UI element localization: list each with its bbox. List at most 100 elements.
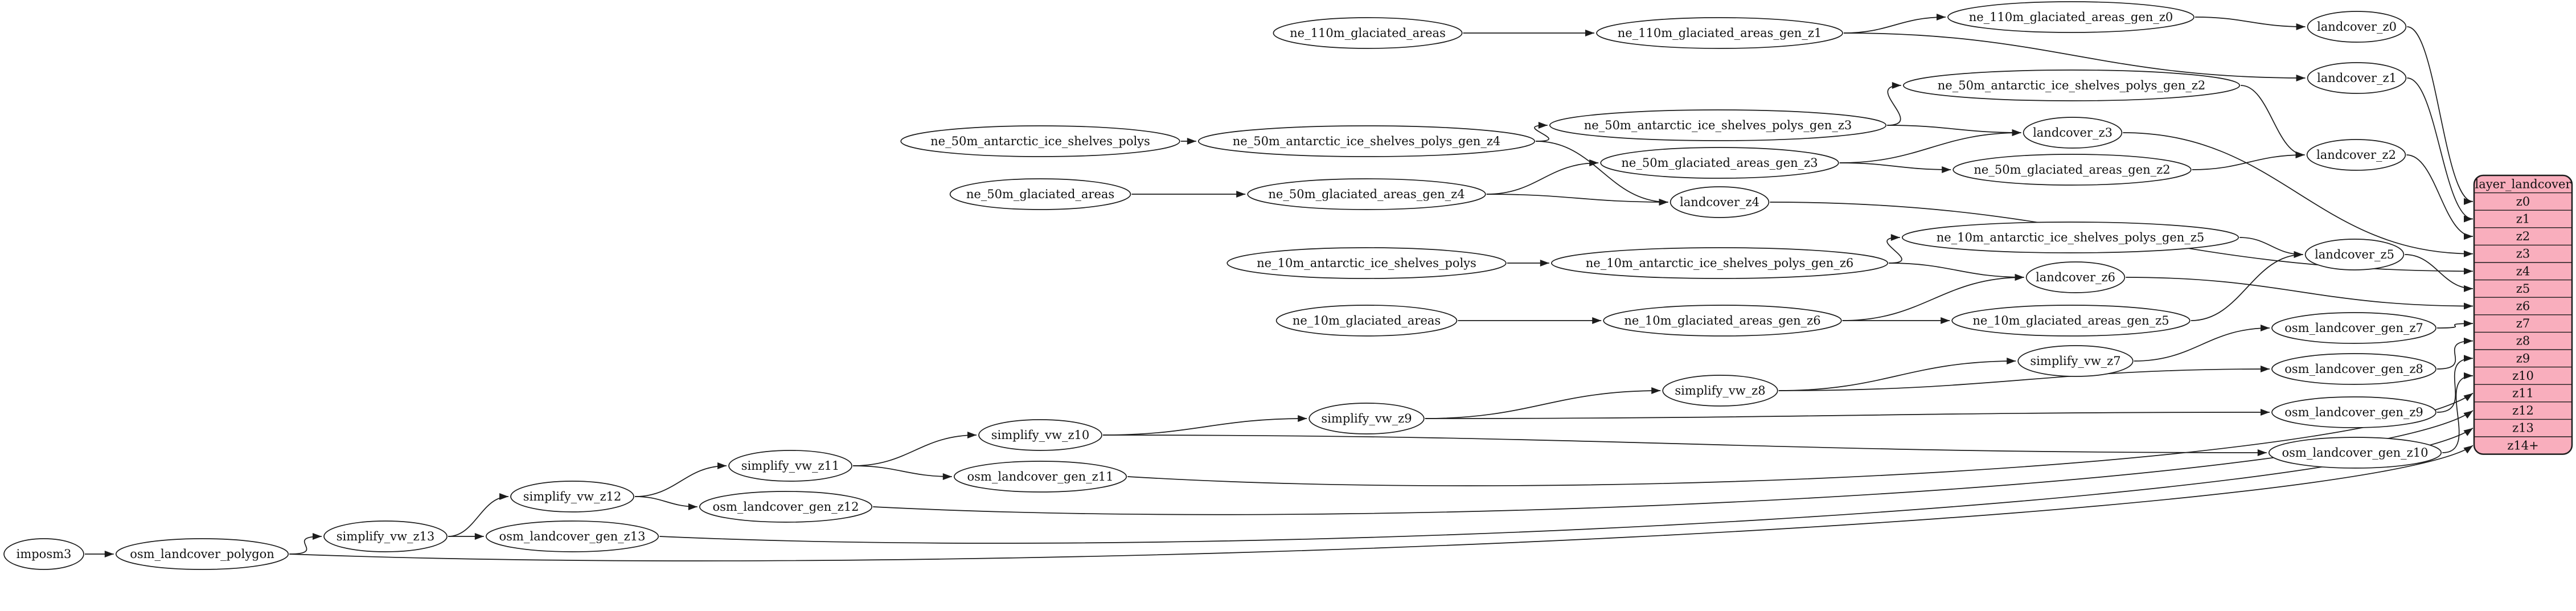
node-simplify_vw_z13: simplify_vw_z13 [323, 520, 448, 552]
node-label-osm_landcover_gen_z12: osm_landcover_gen_z12 [713, 500, 859, 514]
edge-simplify_vw_z8-to-osm_landcover_gen_z8 [1778, 366, 2270, 391]
node-landcover_z4: landcover_z4 [1670, 186, 1770, 218]
node-simplify_vw_z8: simplify_vw_z8 [1662, 375, 1778, 407]
table-row-z13: z13 [2512, 421, 2534, 435]
edge-simplify_vw_z10-to-osm_landcover_gen_z10 [1102, 434, 2267, 456]
node-osm_landcover_gen_z12: osm_landcover_gen_z12 [699, 491, 873, 523]
node-simplify_vw_z9: simplify_vw_z9 [1308, 403, 1425, 434]
node-shape-simplify_vw_z7 [2017, 345, 2134, 377]
edge-ne_50m_antarctic_ice_shelves_polys_gen_z3-to-landcover_z3 [1887, 125, 2021, 136]
node-label-landcover_z1: landcover_z1 [2317, 71, 2397, 85]
node-shape-simplify_vw_z10 [978, 419, 1102, 451]
node-label-ne_50m_antarctic_ice_shelves_polys_gen_z4: ne_50m_antarctic_ice_shelves_polys_gen_z… [1233, 134, 1501, 148]
node-osm_landcover_gen_z10: osm_landcover_gen_z10 [2268, 437, 2442, 469]
edge-ne_50m_glaciated_areas_gen_z3-to-landcover_z3 [1839, 129, 2021, 163]
node-shape-ne_50m_glaciated_areas_gen_z2 [1952, 154, 2192, 186]
node-osm_landcover_gen_z7: osm_landcover_gen_z7 [2271, 312, 2436, 344]
node-shape-ne_110m_glaciated_areas_gen_z1 [1596, 17, 1843, 49]
node-shape-osm_landcover_gen_z7 [2271, 312, 2436, 344]
edge-ne_50m_antarctic_ice_shelves_polys_gen_z4-to-ne_50m_antarctic_ice_shelves_polys_gen_z3 [1534, 122, 1549, 142]
node-shape-osm_landcover_gen_z13 [485, 520, 659, 552]
node-label-landcover_z3: landcover_z3 [2033, 126, 2113, 140]
node-label-osm_landcover_gen_z7: osm_landcover_gen_z7 [2284, 321, 2423, 335]
node-label-landcover_z0: landcover_z0 [2317, 20, 2397, 34]
node-label-ne_50m_glaciated_areas_gen_z2: ne_50m_glaciated_areas_gen_z2 [1974, 163, 2170, 177]
node-label-ne_110m_glaciated_areas_gen_z1: ne_110m_glaciated_areas_gen_z1 [1618, 26, 1822, 40]
node-ne_50m_antarctic_ice_shelves_polys: ne_50m_antarctic_ice_shelves_polys [900, 125, 1180, 157]
edge-simplify_vw_z11-to-osm_landcover_gen_z11 [852, 465, 952, 480]
table-title: layer_landcover [2475, 177, 2571, 191]
edge-ne_10m_glaciated_areas_gen_z6-to-landcover_z6 [1842, 274, 2024, 321]
node-label-osm_landcover_gen_z13: osm_landcover_gen_z13 [499, 530, 646, 543]
table-row-z8: z8 [2516, 334, 2530, 348]
node-shape-ne_50m_antarctic_ice_shelves_polys_gen_z3 [1549, 109, 1887, 141]
node-shape-ne_50m_antarctic_ice_shelves_polys_gen_z4 [1197, 125, 1536, 157]
table-row-z14+: z14+ [2507, 438, 2538, 452]
node-label-osm_landcover_gen_z9: osm_landcover_gen_z9 [2284, 405, 2423, 419]
edge-simplify_vw_z11-to-simplify_vw_z10 [852, 432, 977, 466]
node-label-simplify_vw_z9: simplify_vw_z9 [1321, 412, 1412, 425]
node-shape-landcover_z2 [2306, 139, 2406, 171]
table-row-z6: z6 [2516, 300, 2530, 313]
node-ne_110m_glaciated_areas: ne_110m_glaciated_areas [1273, 17, 1463, 49]
node-shape-osm_landcover_polygon [115, 538, 289, 570]
edge-landcover_z2-to-layer_landcover-z2 [2406, 154, 2474, 240]
layer-landcover-table: layer_landcoverz0z1z2z3z4z5z6z7z8z9z10z1… [2473, 174, 2573, 455]
node-shape-simplify_vw_z11 [728, 450, 852, 482]
node-shape-simplify_vw_z13 [323, 520, 448, 552]
table-row-z9: z9 [2516, 351, 2530, 365]
node-imposm3: imposm3 [3, 538, 84, 570]
edge-osm_landcover_gen_z9-to-layer_landcover-z9 [2436, 355, 2474, 413]
node-label-landcover_z6: landcover_z6 [2036, 270, 2115, 284]
edge-simplify_vw_z7-to-osm_landcover_gen_z7 [2134, 325, 2270, 362]
edge-osm_landcover_gen_z8-to-layer_landcover-z8 [2436, 337, 2474, 370]
node-ne_50m_antarctic_ice_shelves_polys_gen_z2: ne_50m_antarctic_ice_shelves_polys_gen_z… [1902, 69, 2241, 101]
table-row-z12: z12 [2512, 404, 2534, 417]
node-shape-osm_landcover_gen_z9 [2271, 396, 2436, 428]
node-landcover_z1: landcover_z1 [2307, 62, 2407, 94]
edge-ne_50m_glaciated_areas_gen_z3-to-ne_50m_glaciated_areas_gen_z2 [1839, 162, 1951, 173]
node-simplify_vw_z10: simplify_vw_z10 [978, 419, 1102, 451]
node-shape-simplify_vw_z9 [1308, 403, 1425, 434]
node-ne_50m_glaciated_areas_gen_z4: ne_50m_glaciated_areas_gen_z4 [1247, 178, 1486, 210]
nodes-layer: ne_110m_glaciated_areas ne_110m_glaciated… [3, 1, 2442, 570]
node-label-ne_10m_glaciated_areas: ne_10m_glaciated_areas [1293, 314, 1441, 327]
edge-landcover_z6-to-layer_landcover-z6 [2126, 277, 2474, 310]
node-ne_50m_glaciated_areas: ne_50m_glaciated_areas [949, 178, 1131, 210]
node-shape-ne_10m_glaciated_areas_gen_z5 [1951, 305, 2191, 337]
table-row-z4: z4 [2516, 264, 2530, 278]
node-shape-simplify_vw_z12 [510, 481, 634, 512]
node-label-ne_10m_glaciated_areas_gen_z6: ne_10m_glaciated_areas_gen_z6 [1624, 314, 1820, 327]
edge-landcover_z1-to-layer_landcover-z1 [2407, 77, 2474, 223]
edge-ne_110m_glaciated_areas_gen_z1-to-landcover_z1 [1843, 32, 2306, 81]
node-shape-landcover_z0 [2307, 11, 2407, 43]
table-row-z3: z3 [2516, 247, 2530, 261]
node-ne_10m_glaciated_areas_gen_z5: ne_10m_glaciated_areas_gen_z5 [1951, 305, 2191, 337]
node-label-landcover_z5: landcover_z5 [2315, 248, 2394, 261]
node-shape-ne_50m_antarctic_ice_shelves_polys_gen_z2 [1902, 69, 2241, 101]
node-shape-landcover_z6 [2025, 261, 2126, 293]
edge-ne_50m_antarctic_ice_shelves_polys_gen_z4-to-landcover_z4 [1536, 141, 1668, 206]
edge-ne_50m_antarctic_ice_shelves_polys_gen_z3-to-ne_50m_antarctic_ice_shelves_polys_gen_z2 [1887, 82, 1901, 126]
node-shape-simplify_vw_z8 [1662, 375, 1778, 407]
node-label-ne_50m_antarctic_ice_shelves_polys: ne_50m_antarctic_ice_shelves_polys [930, 134, 1150, 148]
node-label-landcover_z4: landcover_z4 [1680, 195, 1759, 209]
edge-ne_50m_glaciated_areas_gen_z4-to-ne_50m_glaciated_areas_gen_z3 [1486, 159, 1599, 195]
node-ne_50m_glaciated_areas_gen_z2: ne_50m_glaciated_areas_gen_z2 [1952, 154, 2192, 186]
edge-ne_50m_glaciated_areas_gen_z4-to-landcover_z4 [1486, 194, 1668, 206]
node-label-landcover_z2: landcover_z2 [2316, 148, 2396, 162]
node-label-simplify_vw_z11: simplify_vw_z11 [741, 459, 840, 473]
node-osm_landcover_gen_z9: osm_landcover_gen_z9 [2271, 396, 2436, 428]
edge-simplify_vw_z12-to-simplify_vw_z11 [634, 462, 727, 497]
node-ne_10m_antarctic_ice_shelves_polys: ne_10m_antarctic_ice_shelves_polys [1227, 247, 1507, 279]
table-row-z5: z5 [2516, 282, 2530, 296]
edge-landcover_z5-to-layer_landcover-z5 [2405, 254, 2474, 292]
edge-ne_10m_antarctic_ice_shelves_polys_gen_z6-to-landcover_z6 [1889, 263, 2024, 281]
node-shape-osm_landcover_gen_z11 [953, 461, 1127, 493]
node-landcover_z3: landcover_z3 [2023, 117, 2123, 149]
node-shape-landcover_z4 [1670, 186, 1770, 218]
node-landcover_z5: landcover_z5 [2304, 239, 2405, 270]
edge-landcover_z0-to-layer_landcover-z0 [2407, 26, 2474, 205]
